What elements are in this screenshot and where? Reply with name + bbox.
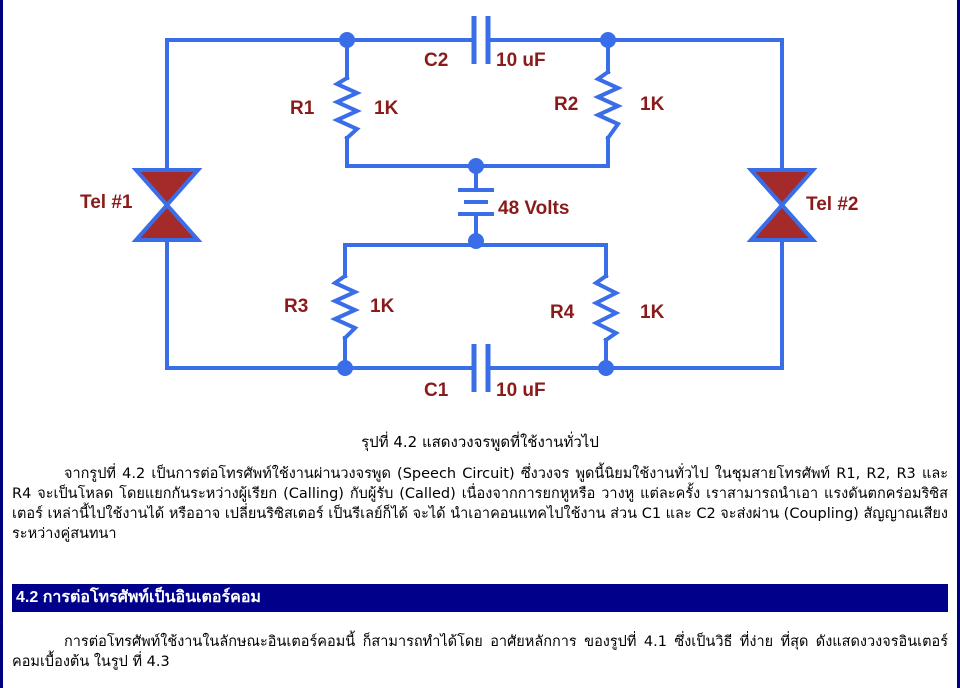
tel1-label: Tel #1 xyxy=(80,192,133,213)
junction-dot xyxy=(598,360,614,376)
wire-lower-bridge xyxy=(343,243,608,278)
r2-label: R2 xyxy=(554,94,578,115)
wire-top-right xyxy=(486,38,784,172)
tel2-label: Tel #2 xyxy=(806,194,858,215)
r4-value: 1K xyxy=(640,302,665,323)
r1-value: 1K xyxy=(374,98,399,119)
telephone-2-icon xyxy=(746,168,818,242)
paragraph-speech-circuit: จากรูปที่ 4.2 เป็นการต่อโทรศัพท์ใช้งานผ่… xyxy=(12,464,948,544)
figure-caption: รุปที่ 4.2 แสดงวงจรพูดที่ใช้งานทั่วไป xyxy=(361,433,599,451)
resistor-r4 xyxy=(591,273,621,343)
junction-dot xyxy=(468,158,484,174)
wire-right-lower xyxy=(486,238,784,370)
c2-value: 10 uF xyxy=(496,50,546,71)
resistor-r3 xyxy=(330,273,360,341)
wire-bottom-left xyxy=(165,238,476,370)
resistor-r1 xyxy=(332,75,362,141)
junction-dot xyxy=(600,32,616,48)
c1-label: C1 xyxy=(424,380,449,401)
resistor-r2 xyxy=(593,69,623,141)
telephone-1-icon xyxy=(131,168,203,242)
section-heading-intercom: 4.2 การต่อโทรศัพท์เป็นอินเตอร์คอม xyxy=(12,584,948,612)
junction-dot xyxy=(337,360,353,376)
paragraph-1-text: จากรูปที่ 4.2 เป็นการต่อโทรศัพท์ใช้งานผ่… xyxy=(12,466,948,542)
r4-label: R4 xyxy=(550,302,575,323)
paragraph-intercom: การต่อโทรศัพท์ใช้งานในลักษณะอินเตอร์คอมน… xyxy=(12,632,948,672)
r1-label: R1 xyxy=(290,98,315,119)
battery-label: 48 Volts xyxy=(498,198,569,219)
r3-value: 1K xyxy=(370,296,395,317)
junction-dot xyxy=(339,32,355,48)
c1-value: 10 uF xyxy=(496,380,546,401)
r2-value: 1K xyxy=(640,94,665,115)
junction-dot xyxy=(468,233,484,249)
r3-label: R3 xyxy=(284,296,308,317)
paragraph-2-text: การต่อโทรศัพท์ใช้งานในลักษณะอินเตอร์คอมน… xyxy=(12,634,948,670)
speech-circuit-diagram: C2 10 uF R1 1K R2 1K Tel #1 48 Volts Tel… xyxy=(80,16,858,401)
c2-label: C2 xyxy=(424,50,448,71)
